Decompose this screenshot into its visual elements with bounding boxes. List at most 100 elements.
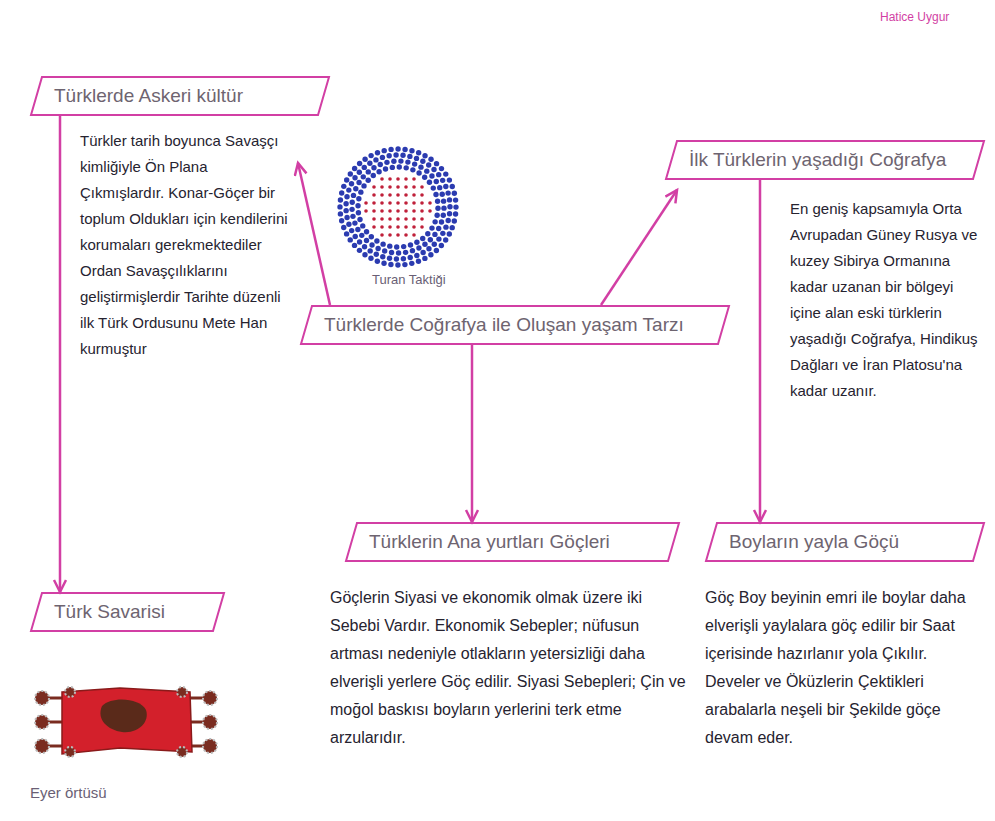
soldier-dot — [381, 148, 386, 153]
soldier-dot — [433, 192, 438, 197]
soldier-dot — [341, 184, 346, 189]
soldier-dot — [439, 166, 444, 171]
heading-text: İlk Türklerin yaşadığı Coğrafya — [689, 149, 946, 171]
soldier-dot — [394, 256, 399, 261]
soldier-dot — [450, 225, 455, 230]
soldier-dot — [436, 172, 441, 177]
soldier-dot — [382, 248, 387, 253]
soldier-dot — [431, 185, 436, 190]
soldier-dot — [432, 219, 437, 224]
soldier-dot — [353, 234, 358, 239]
soldier-dot — [344, 194, 349, 199]
turan-formation — [337, 146, 458, 267]
soldier-dot — [374, 238, 379, 243]
soldier-dot — [420, 250, 425, 255]
ring — [65, 687, 75, 697]
soldier-dot — [410, 167, 415, 172]
soldier-dot — [352, 166, 357, 171]
soldier-dot — [355, 203, 360, 208]
soldier-dot — [388, 177, 392, 181]
soldier-dot — [426, 162, 431, 167]
soldier-dot — [388, 193, 392, 197]
soldier-dot — [398, 158, 403, 163]
soldier-dot — [416, 170, 421, 175]
soldier-dot — [338, 211, 343, 216]
soldier-dot — [412, 233, 416, 237]
saddle-cloth — [35, 687, 217, 757]
soldier-dot — [357, 170, 362, 175]
soldier-dot — [356, 180, 361, 185]
soldier-dot — [403, 250, 408, 255]
soldier-dot — [343, 201, 348, 206]
soldier-dot — [393, 152, 398, 157]
soldier-dot — [364, 209, 368, 213]
soldier-dot — [372, 217, 376, 221]
soldier-dot — [394, 244, 399, 249]
soldier-dot — [409, 261, 414, 266]
heading-text: Türklerin Ana yurtları Göçleri — [369, 531, 610, 553]
soldier-dot — [404, 185, 408, 189]
soldier-dot — [372, 193, 376, 197]
soldier-dot — [388, 233, 392, 237]
soldier-dot — [412, 201, 416, 205]
soldier-dot — [395, 262, 400, 267]
ring — [35, 739, 49, 753]
soldier-dot — [428, 209, 432, 213]
soldier-dot — [339, 218, 344, 223]
soldier-dot — [386, 153, 391, 158]
soldier-dot — [424, 168, 429, 173]
soldier-dot — [362, 252, 367, 257]
soldier-dot — [422, 153, 427, 158]
soldier-dot — [362, 157, 367, 162]
soldier-dot — [414, 156, 419, 161]
soldier-dot — [425, 231, 430, 236]
heading-box: Türklerde Askeri kültür — [30, 76, 330, 116]
soldier-dot — [450, 184, 455, 189]
soldier-dot — [440, 178, 445, 183]
soldier-dot — [391, 158, 396, 163]
soldier-dot — [418, 164, 423, 169]
soldier-dot — [447, 204, 452, 209]
topic-node: Türk Savarisi — [30, 592, 225, 632]
soldier-dot — [380, 225, 384, 229]
soldier-dot — [405, 159, 410, 164]
soldier-dot — [375, 246, 380, 251]
soldier-dot — [380, 155, 385, 160]
soldier-dot — [428, 157, 433, 162]
soldier-dot — [453, 204, 458, 209]
soldier-dot — [396, 193, 400, 197]
topic-node: Türklerde Coğrafya ile Oluşan yaşam Tarz… — [300, 305, 730, 345]
soldier-dot — [357, 248, 362, 253]
note-label: Turan Taktiği — [372, 272, 446, 287]
soldier-dot — [428, 201, 432, 205]
soldier-dot — [439, 219, 444, 224]
soldier-dot — [436, 236, 441, 241]
soldier-dot — [436, 226, 441, 231]
ring — [65, 747, 75, 757]
soldier-dot — [369, 234, 374, 239]
soldier-dot — [439, 243, 444, 248]
soldier-dot — [378, 162, 383, 167]
soldier-dot — [447, 177, 452, 182]
soldier-dot — [412, 193, 416, 197]
soldier-dot — [453, 197, 458, 202]
soldier-dot — [422, 242, 427, 247]
soldier-dot — [440, 231, 445, 236]
soldier-dot — [338, 197, 343, 202]
soldier-dot — [396, 209, 400, 213]
soldier-dot — [412, 209, 416, 213]
soldier-dot — [368, 256, 373, 261]
soldier-dot — [350, 200, 355, 205]
soldier-dot — [396, 185, 400, 189]
soldier-dot — [344, 231, 349, 236]
soldier-dot — [412, 225, 416, 229]
soldier-dot — [348, 171, 353, 176]
soldier-dot — [388, 262, 393, 267]
soldier-dot — [388, 209, 392, 213]
note-label: Eyer örtüsü — [30, 784, 107, 801]
body-text: Türkler tarih boyunca Savaşçı kimliğiyle… — [80, 128, 292, 362]
soldier-dot — [362, 244, 367, 249]
soldier-dot — [432, 242, 437, 247]
soldier-dot — [372, 209, 376, 213]
